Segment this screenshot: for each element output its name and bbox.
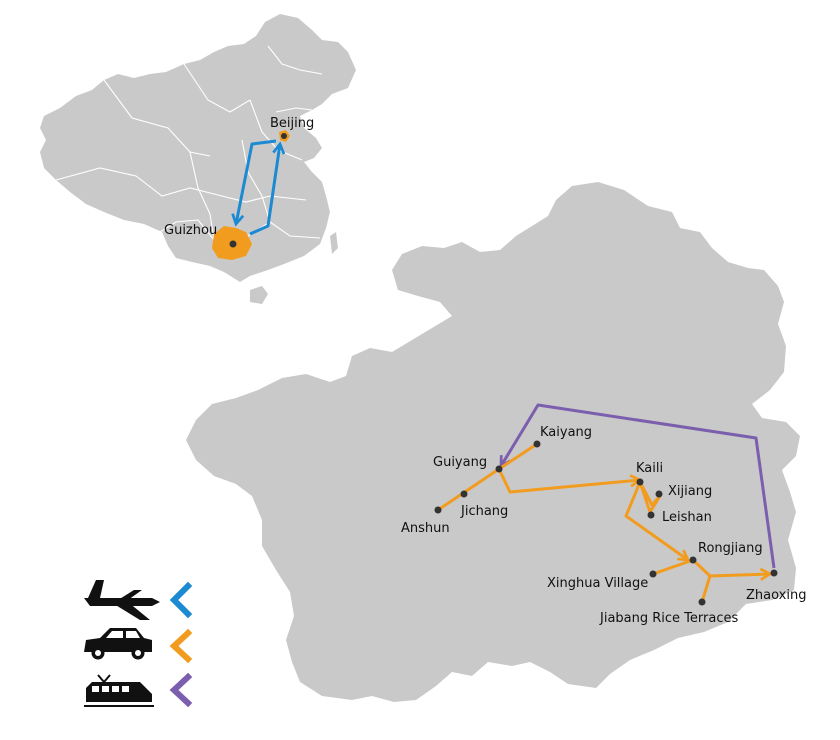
- rongjiang-label: Rongjiang: [698, 541, 763, 556]
- zhaoxing-label: Zhaoxing: [746, 588, 806, 603]
- china-outline: [40, 14, 356, 282]
- guizhou-label: Guizhou: [164, 223, 217, 238]
- car-icon: [84, 628, 152, 660]
- car-chevron: [169, 628, 193, 664]
- jiabang-dot: [698, 598, 706, 606]
- airplane-icon: [84, 580, 160, 620]
- xijiang-label: Xijiang: [668, 484, 712, 499]
- china-inset-map: Beijing Guizhou: [40, 14, 356, 304]
- leishan-dot: [647, 511, 655, 519]
- xinghua-label: Xinghua Village: [547, 576, 648, 591]
- jichang-label: Jichang: [460, 504, 508, 519]
- guiyang-label: Guiyang: [433, 455, 487, 470]
- xijiang-dot: [655, 490, 663, 498]
- hainan-island: [250, 286, 268, 304]
- rongjiang-dot: [689, 556, 697, 564]
- guizhou-outline: [186, 182, 800, 702]
- leishan-label: Leishan: [662, 510, 712, 525]
- flight-chevron: [169, 581, 193, 619]
- anshun-dot: [434, 506, 442, 514]
- zhaoxing-dot: [770, 569, 778, 577]
- beijing-label: Beijing: [270, 116, 314, 131]
- train-route: [499, 403, 776, 569]
- xinghua-dot: [649, 570, 657, 578]
- kaiyang-label: Kaiyang: [540, 425, 592, 440]
- guizhou-province-map: Kaiyang Guiyang Jichang Anshun Kaili Xij…: [186, 182, 806, 702]
- flight-route-outbound: [231, 139, 277, 227]
- guiyang-dot: [495, 465, 503, 473]
- guizhou-dot: [229, 240, 237, 248]
- train-chevron: [169, 672, 193, 708]
- kaili-dot: [636, 478, 644, 486]
- taiwan-island: [330, 232, 338, 254]
- train-icon: [84, 674, 154, 707]
- kaili-label: Kaili: [636, 461, 663, 476]
- jiabang-label: Jiabang Rice Terraces: [599, 611, 738, 626]
- beijing-dot: [281, 133, 287, 139]
- city-labels: Kaiyang Guiyang Jichang Anshun Kaili Xij…: [401, 425, 806, 626]
- jichang-dot: [460, 490, 468, 498]
- transport-legend: [84, 580, 193, 708]
- city-markers: [434, 440, 778, 606]
- kaiyang-dot: [533, 440, 541, 448]
- flight-route-return: [249, 141, 286, 236]
- anshun-label: Anshun: [401, 521, 450, 536]
